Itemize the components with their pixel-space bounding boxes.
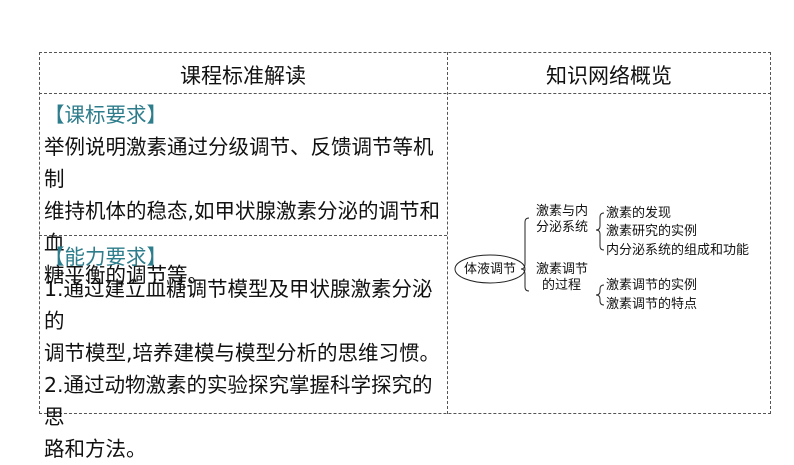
branch1-item: 激素研究的实例 — [606, 224, 698, 239]
branch2-label-line1: 激素调节 — [536, 262, 589, 277]
column-divider — [447, 52, 448, 414]
left-column-header: 课程标准解读 — [180, 64, 306, 88]
branch1-item: 内分泌系统的组成和功能 — [606, 243, 750, 258]
right-column-header: 知识网络概览 — [546, 64, 672, 88]
ability-tag: 【能力要求】 — [44, 245, 167, 269]
branch1-label-line1: 激素与内 — [536, 204, 589, 219]
branch2-label-line2: 的过程 — [542, 278, 582, 293]
branch1-item: 激素的发现 — [606, 206, 672, 221]
standards-line: 糖平衡的调节等。 — [44, 263, 208, 287]
branch2-item: 激素调节的实例 — [606, 278, 698, 293]
root-ellipse — [454, 254, 526, 284]
standards-section: 【课标要求】 举例说明激素通过分级调节、反馈调节等机制 维持机体的稳态,如甲状腺… — [44, 99, 444, 291]
branch2-item: 激素调节的特点 — [606, 297, 698, 312]
mindmap-connectors — [454, 212, 605, 306]
section-divider — [39, 235, 447, 236]
header-divider — [39, 93, 771, 94]
branch1-label-line2: 分泌系统 — [536, 220, 589, 235]
content-table — [39, 52, 771, 414]
ability-line: 1.通过建立血糖调节模型及甲状腺激素分泌的 — [44, 277, 433, 333]
ability-line: 调节模型,培养建模与模型分析的思维习惯。 — [44, 341, 441, 365]
standards-line: 举例说明激素通过分级调节、反馈调节等机制 — [44, 135, 434, 191]
standards-tag: 【课标要求】 — [44, 103, 167, 127]
branch1-brace — [595, 212, 605, 251]
branch2-brace — [595, 284, 605, 306]
ability-line: 2.通过动物激素的实验探究掌握科学探究的思 — [44, 373, 433, 429]
root-brace — [520, 217, 530, 292]
mindmap-root: 体液调节 — [464, 262, 517, 277]
standards-line: 维持机体的稳态,如甲状腺激素分泌的调节和血 — [44, 199, 441, 255]
